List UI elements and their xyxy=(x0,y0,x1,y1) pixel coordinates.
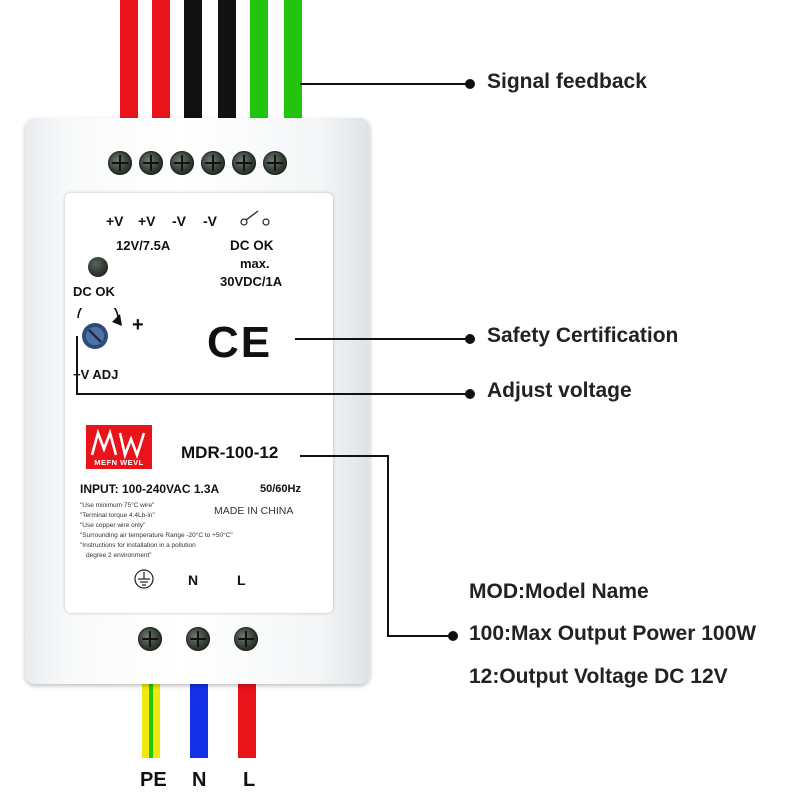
dc-ok-led xyxy=(88,257,108,277)
dc-ok-relay-line2: max. xyxy=(240,256,270,271)
callout-safety-certification: Safety Certification xyxy=(487,324,679,347)
note-line: degree 2 environment" xyxy=(86,552,152,559)
terminal-screw xyxy=(234,627,258,651)
wire-black-1 xyxy=(184,0,202,120)
terminal-screw xyxy=(201,151,225,175)
adjust-label: +V ADJ xyxy=(73,367,119,382)
ground-symbol-icon xyxy=(134,569,154,589)
wire-black-2 xyxy=(218,0,236,120)
note-line: "Use copper wire only" xyxy=(80,522,146,529)
dc-ok-relay-line3: 30VDC/1A xyxy=(220,274,283,289)
made-in-label: MADE IN CHINA xyxy=(214,505,294,517)
terminal-screw xyxy=(186,627,210,651)
neutral-terminal-label: N xyxy=(188,572,199,588)
terminal-screw xyxy=(138,627,162,651)
note-line: "Instructions for installation in a poll… xyxy=(80,542,196,549)
wire-red-2 xyxy=(152,0,170,120)
wire-red-1 xyxy=(120,0,138,120)
logo-text: MEFN WEVL xyxy=(94,458,144,467)
adjust-plus-sign: + xyxy=(132,314,144,336)
terminal-label: +V xyxy=(138,213,156,229)
dc-ok-relay-line1: DC OK xyxy=(230,238,274,253)
wire-label-n: N xyxy=(192,769,207,791)
note-line: "Use minimum 75°C wire" xyxy=(80,502,155,509)
leader-dot xyxy=(465,334,475,344)
leader-dot xyxy=(465,389,475,399)
terminal-screw xyxy=(263,151,287,175)
leader-dot xyxy=(448,631,458,641)
wire-label-pe: PE xyxy=(140,769,167,791)
voltage-adjust-knob[interactable] xyxy=(70,308,130,358)
meanwell-logo xyxy=(86,425,152,469)
leader-line xyxy=(76,393,470,395)
leader-line xyxy=(387,455,389,636)
terminal-screw xyxy=(232,151,256,175)
leader-line xyxy=(387,635,452,637)
front-label-panel xyxy=(65,193,333,613)
note-line: "Terminal torque 4.4Lb-in" xyxy=(80,512,155,519)
leader-dot xyxy=(465,79,475,89)
leader-line xyxy=(300,83,470,85)
terminal-label: +V xyxy=(106,213,124,229)
wire-green-2 xyxy=(284,0,302,120)
terminal-label: -V xyxy=(172,213,186,229)
wire-n xyxy=(190,680,208,758)
leader-line xyxy=(76,336,78,394)
terminal-screw xyxy=(170,151,194,175)
leader-line xyxy=(295,338,470,340)
model-number: MDR-100-12 xyxy=(181,443,279,462)
terminal-screw xyxy=(139,151,163,175)
wire-green-1 xyxy=(250,0,268,120)
terminal-label: -V xyxy=(203,213,217,229)
line-terminal-label: L xyxy=(237,572,246,588)
wire-pe xyxy=(142,680,160,758)
callout-max-power: 100:Max Output Power 100W xyxy=(469,622,757,645)
callout-model-name: MOD:Model Name xyxy=(469,580,649,603)
callout-output-voltage: 12:Output Voltage DC 12V xyxy=(469,665,728,688)
dc-ok-label: DC OK xyxy=(73,284,115,299)
relay-switch-icon xyxy=(240,210,270,226)
ce-mark: CE xyxy=(207,318,273,367)
input-frequency: 50/60Hz xyxy=(260,483,301,495)
callout-adjust-voltage: Adjust voltage xyxy=(487,379,632,402)
note-line: "Surrounding air temperature Range -20°C… xyxy=(80,532,233,539)
wire-label-l: L xyxy=(243,769,256,791)
input-rating: INPUT: 100-240VAC 1.3A xyxy=(80,482,220,496)
leader-line xyxy=(300,455,388,457)
wire-l xyxy=(238,680,256,758)
terminal-screw xyxy=(108,151,132,175)
output-rating: 12V/7.5A xyxy=(116,238,171,253)
callout-signal-feedback: Signal feedback xyxy=(487,70,647,93)
